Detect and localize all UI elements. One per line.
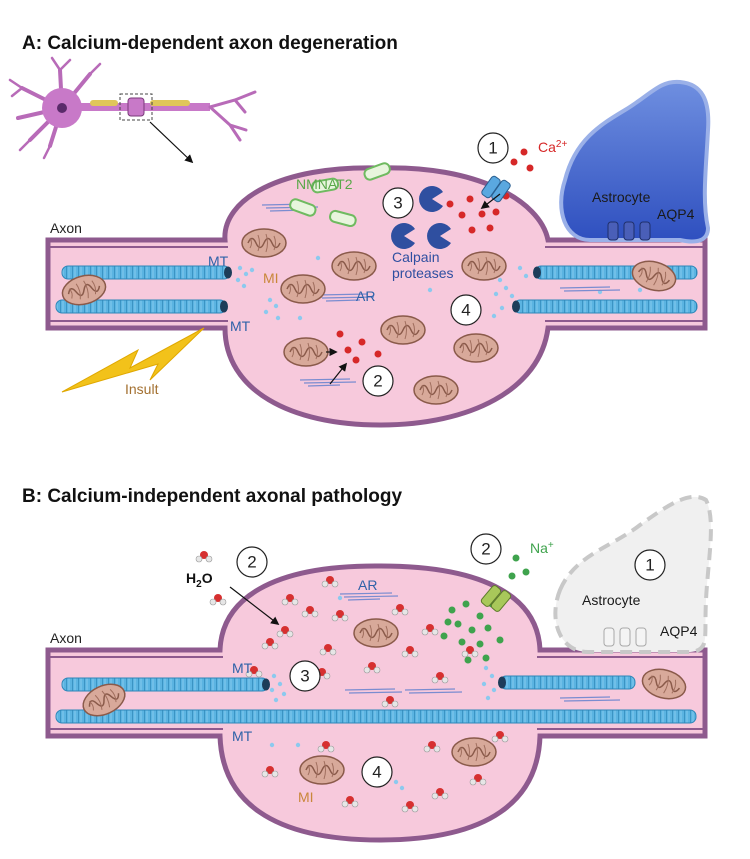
mt-label-b-top: MT xyxy=(232,660,253,676)
panel-a-title: A: Calcium-dependent axon degeneration xyxy=(22,33,398,54)
calpain-label-line2: proteases xyxy=(392,265,453,281)
mt-label-b-bottom: MT xyxy=(232,728,253,744)
svg-text:2: 2 xyxy=(247,553,256,572)
svg-text:3: 3 xyxy=(393,194,402,213)
mi-label-a: MI xyxy=(263,270,279,286)
steps-b: 1 2 2 3 4 xyxy=(236,533,666,788)
ar-label-a: AR xyxy=(356,288,375,304)
sodium-channel xyxy=(480,585,512,612)
mt-label-a-bottom: MT xyxy=(230,318,251,334)
aqp4-channels-b xyxy=(603,627,647,647)
water-label: H2O xyxy=(186,570,213,590)
sodium-ions xyxy=(440,554,530,664)
nmnat2-molecules xyxy=(289,162,391,228)
aqp4-label-b: AQP4 xyxy=(660,623,698,639)
svg-text:1: 1 xyxy=(488,139,497,158)
ar-release-arrow xyxy=(329,362,348,385)
svg-text:2: 2 xyxy=(481,540,490,559)
astrocyte-b xyxy=(553,494,713,654)
axon-b-label: Axon xyxy=(50,630,82,646)
svg-text:1: 1 xyxy=(645,556,654,575)
steps-a: 1 2 3 4 xyxy=(362,132,509,397)
svg-text:4: 4 xyxy=(461,301,470,320)
sodium-label: Na+ xyxy=(530,540,554,556)
calcium-label: Ca2+ xyxy=(538,139,567,155)
mt-label-a-top: MT xyxy=(208,253,229,269)
calcium-influx-arrow xyxy=(480,193,501,210)
axon-b xyxy=(45,563,708,843)
axon-a xyxy=(45,165,708,428)
aqp4-label-a: AQP4 xyxy=(657,206,695,222)
svg-text:3: 3 xyxy=(300,667,309,686)
mi-label-b: MI xyxy=(298,789,314,805)
aqp4-channels-a xyxy=(607,221,651,241)
astrocyte-a xyxy=(559,79,711,244)
calcium-ions xyxy=(336,148,534,364)
axon-a-label: Axon xyxy=(50,220,82,236)
insult-lightning xyxy=(61,327,205,393)
water-influx-arrow xyxy=(229,586,280,626)
astrocyte-label-a: Astrocyte xyxy=(592,189,651,205)
ar-label-b: AR xyxy=(358,577,377,593)
astrocyte-label-b: Astrocyte xyxy=(582,592,641,608)
microtubules-a xyxy=(55,265,698,314)
panel-b-title: B: Calcium-independent axonal pathology xyxy=(22,486,402,507)
calpain-label-line1: Calpain xyxy=(392,249,439,265)
insult-label: Insult xyxy=(125,381,159,397)
neuron-overview xyxy=(8,56,257,164)
actin-rings-b xyxy=(339,592,621,702)
svg-text:2: 2 xyxy=(373,372,382,391)
nmnat2-label: NMNAT2 xyxy=(296,176,353,192)
microtubules-b xyxy=(55,675,697,724)
svg-text:4: 4 xyxy=(372,763,381,782)
